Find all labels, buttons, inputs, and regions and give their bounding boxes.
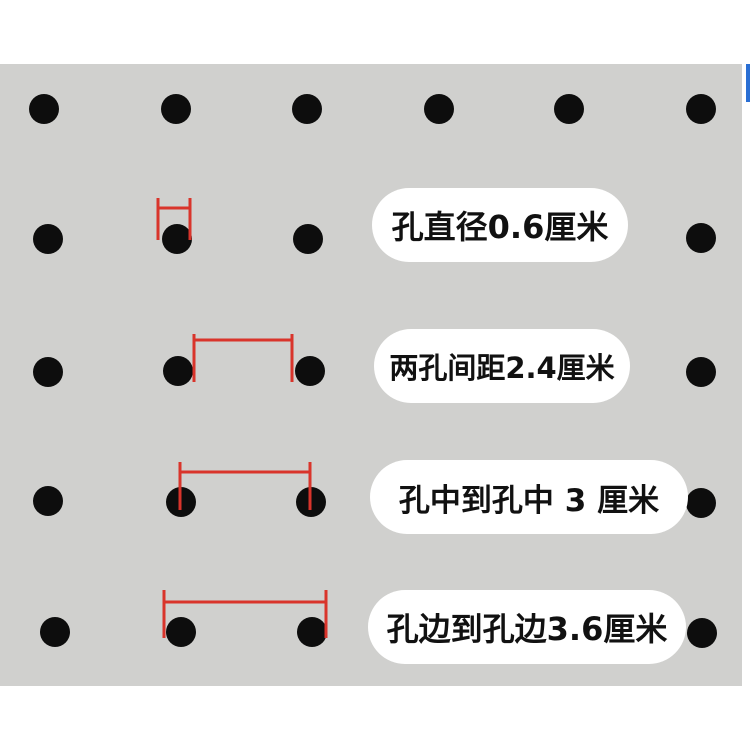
peg-hole (166, 617, 196, 647)
center-to-center-text: 孔中到孔中 3 厘米 (398, 482, 660, 519)
peg-hole (29, 94, 59, 124)
peg-hole (554, 94, 584, 124)
peg-hole (296, 487, 326, 517)
hole-gap-label: 两孔间距2.4厘米 (374, 329, 630, 403)
peg-hole (33, 357, 63, 387)
peg-hole (162, 224, 192, 254)
peg-hole (424, 94, 454, 124)
peg-hole (297, 617, 327, 647)
edge-to-edge-label: 孔边到孔边3.6厘米 (368, 590, 686, 664)
hole-diameter-label: 孔直径0.6厘米 (372, 188, 628, 262)
peg-hole (166, 487, 196, 517)
peg-hole (292, 94, 322, 124)
hole-diameter-text: 孔直径0.6厘米 (391, 208, 609, 246)
pegboard: 孔直径0.6厘米 两孔间距2.4厘米 孔中到孔中 3 厘米 孔边到孔边3.6厘米 (0, 64, 742, 686)
peg-hole (40, 617, 70, 647)
peg-hole (686, 223, 716, 253)
peg-hole (687, 618, 717, 648)
peg-hole (33, 224, 63, 254)
hole-gap-text: 两孔间距2.4厘米 (389, 351, 615, 385)
center-to-center-label: 孔中到孔中 3 厘米 (370, 460, 688, 534)
peg-hole (295, 356, 325, 386)
peg-hole (33, 486, 63, 516)
edge-to-edge-text: 孔边到孔边3.6厘米 (386, 610, 668, 648)
page-edge-accent (746, 64, 750, 102)
peg-hole (293, 224, 323, 254)
peg-hole (686, 94, 716, 124)
peg-hole (161, 94, 191, 124)
peg-hole (163, 356, 193, 386)
peg-hole (686, 357, 716, 387)
peg-hole (686, 488, 716, 518)
hole-gap-mark (192, 334, 294, 382)
